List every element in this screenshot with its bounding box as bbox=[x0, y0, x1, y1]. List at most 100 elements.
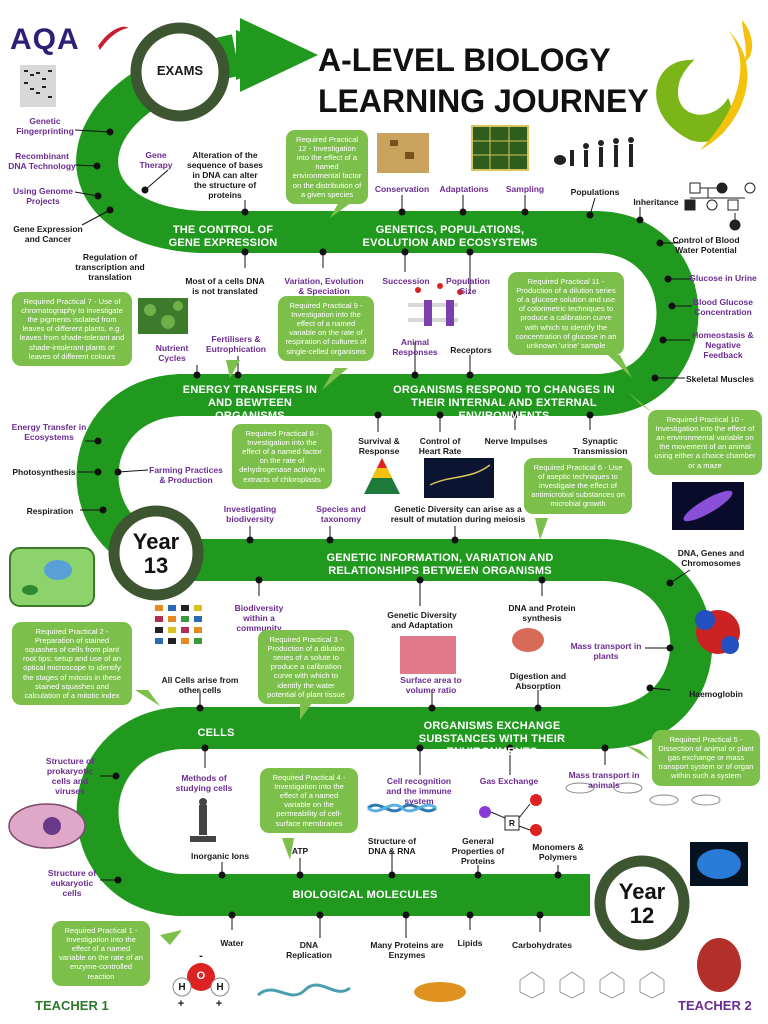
topic-synaptic: Synaptic Transmission bbox=[572, 436, 628, 457]
topic-photosynthesis: Photosynthesis bbox=[12, 467, 76, 477]
water-o-label: O bbox=[196, 970, 206, 982]
topic-receptors: Receptors bbox=[450, 345, 492, 355]
topic-mass-transport-plants: Mass transport in plants bbox=[570, 641, 642, 662]
topic-cell-recognition: Cell recognition and the immune system bbox=[386, 776, 452, 807]
year13-ring bbox=[108, 505, 204, 601]
topic-farming-practices: Farming Practices & Production bbox=[149, 465, 223, 486]
evolution-silhouettes bbox=[554, 137, 634, 167]
practical-7-bubble: Required Practical 7 - Use of chromatogr… bbox=[12, 292, 132, 366]
topic-animal-responses: Animal Responses bbox=[392, 337, 438, 358]
topic-population-size: Population Size bbox=[446, 276, 490, 297]
swoosh-logo bbox=[656, 20, 753, 150]
topic-using-genome: Using Genome Projects bbox=[13, 186, 73, 207]
water-plus-right-label: + bbox=[215, 998, 223, 1010]
topic-investigating-biodiversity: Investigating biodiversity bbox=[223, 504, 277, 525]
band-genetic-information: GENETIC INFORMATION, VARIATION AND RELAT… bbox=[326, 552, 554, 577]
topic-survival-response: Survival & Response bbox=[358, 436, 400, 457]
topic-control-blood-water: Control of Blood Water Potential bbox=[672, 235, 740, 256]
topic-structure-eukaryotic: Structure of eukaryotic cells bbox=[47, 868, 97, 899]
topic-conservation: Conservation bbox=[374, 184, 430, 194]
topic-most-dna: Most of a cells DNA is not translated bbox=[185, 276, 265, 297]
practical-2-bubble: Required Practical 2 - Preparation of st… bbox=[12, 622, 132, 705]
practical-8-bubble: Required Practical 8 - Investigation int… bbox=[232, 424, 332, 489]
topic-control-heart: Control of Heart Rate bbox=[418, 436, 462, 457]
exams-label: EXAMS bbox=[156, 63, 204, 78]
microscope-image bbox=[190, 798, 216, 842]
practical-4-bubble: Required Practical 4 - Investigation int… bbox=[260, 768, 358, 833]
page-title-line1: A-LEVEL BIOLOGY bbox=[318, 42, 611, 78]
topic-carbohydrates: Carbohydrates bbox=[512, 940, 572, 950]
animal-cell-image bbox=[8, 803, 86, 849]
topic-homeostasis: Homeostasis & Negative Feedback bbox=[692, 330, 754, 361]
topic-inheritance: Inheritance bbox=[633, 197, 679, 207]
topic-monomers-polymers: Monomers & Polymers bbox=[532, 842, 584, 863]
band-control-gene-expression: THE CONTROL OF GENE EXPRESSION bbox=[168, 224, 278, 249]
topic-glucose-urine: Glucose in Urine bbox=[689, 273, 757, 283]
protein-model-image bbox=[695, 610, 740, 654]
heart-image bbox=[697, 938, 741, 992]
topic-structure-prokaryotic: Structure of prokaryotic cells and virus… bbox=[45, 756, 95, 797]
giraffe-image bbox=[377, 133, 429, 173]
topic-digestion-absorption: Digestion and Absorption bbox=[509, 671, 567, 692]
band-organisms-respond: ORGANISMS RESPOND TO CHANGES IN THEIR IN… bbox=[393, 384, 615, 422]
butterflies-image bbox=[155, 605, 202, 644]
topic-alteration-sequence: Alteration of the sequence of bases in D… bbox=[186, 150, 264, 201]
topic-mass-transport-animals: Mass transport in animals bbox=[568, 770, 640, 791]
bubble-tails bbox=[135, 200, 652, 945]
year12-ring bbox=[594, 855, 690, 951]
topic-haemoglobin: Haemoglobin bbox=[689, 689, 743, 699]
topic-adaptations: Adaptations bbox=[439, 184, 489, 194]
topic-connectors bbox=[74, 128, 692, 938]
year12-text: Year 12 bbox=[618, 879, 666, 928]
topic-lipids: Lipids bbox=[457, 938, 483, 948]
band-biological-molecules: BIOLOGICAL MOLECULES bbox=[292, 889, 438, 901]
topic-regulation-transcription: Regulation of transcription and translat… bbox=[75, 252, 145, 283]
aqa-logo-text: AQA bbox=[10, 23, 80, 56]
topic-respiration: Respiration bbox=[26, 506, 74, 516]
enzyme-protein-image bbox=[414, 982, 466, 1002]
enzyme-pathway-image bbox=[565, 782, 721, 806]
topic-species-taxonomy: Species and taxonomy bbox=[316, 504, 366, 525]
practical-11-bubble: Required Practical 11 - Production of a … bbox=[508, 272, 624, 355]
practical-9-bubble: Required Practical 9 - Investigation int… bbox=[278, 296, 374, 361]
water-h-right-label: H bbox=[216, 982, 224, 993]
amino-acid-r-label: R bbox=[508, 818, 516, 828]
topic-genetic-diversity-mutation: Genetic Diversity can arise as a result … bbox=[390, 504, 526, 525]
practical-1-bubble: Required Practical 1 - Investigation int… bbox=[52, 921, 150, 986]
practical-10-bubble: Required Practical 10 - Investigation in… bbox=[648, 410, 762, 475]
practical-3-bubble: Required Practical 3 - Production of a d… bbox=[258, 630, 354, 704]
topic-recombinant-dna: Recombinant DNA Technology bbox=[8, 151, 76, 172]
stomach-image bbox=[512, 628, 544, 652]
aqa-logo bbox=[98, 26, 128, 50]
topic-genetic-diversity-adaptation: Genetic Diversity and Adaptation bbox=[387, 610, 457, 631]
water-molecule-image bbox=[172, 963, 230, 997]
topic-gene-therapy: Gene Therapy bbox=[139, 150, 173, 171]
topic-inorganic-ions: Inorganic Ions bbox=[190, 851, 250, 861]
topic-dna-protein-synthesis: DNA and Protein synthesis bbox=[508, 603, 576, 624]
topic-dna-genes-chromosomes: DNA, Genes and Chromosomes bbox=[677, 548, 745, 569]
teacher2-label: TEACHER 2 bbox=[678, 998, 752, 1013]
topic-variation-evolution: Variation, Evolution & Speciation bbox=[284, 276, 364, 297]
topic-water: Water bbox=[220, 938, 244, 948]
practical-5-bubble: Required Practical 5 - Dissection of ani… bbox=[652, 730, 760, 786]
water-h-left-label: H bbox=[178, 982, 186, 993]
band-organisms-exchange: ORGANISMS EXCHANGE SUBSTANCES WITH THEIR… bbox=[418, 720, 566, 758]
topic-general-properties: General Properties of Proteins bbox=[451, 836, 505, 867]
topic-biodiversity-community: Biodiversity within a community bbox=[234, 603, 284, 634]
water-plus-left-label: + bbox=[177, 998, 185, 1010]
road-arrow-head bbox=[240, 18, 318, 92]
year12-label: Year 12 bbox=[604, 880, 680, 928]
water-minus-label: - bbox=[199, 950, 203, 962]
topic-skeletal-muscles: Skeletal Muscles bbox=[685, 374, 755, 384]
topic-succession: Succession bbox=[382, 276, 430, 286]
exams-ring bbox=[130, 22, 230, 122]
band-cells: CELLS bbox=[197, 727, 235, 739]
topic-energy-transfer-eco: Energy Transfer in Ecosystems bbox=[11, 422, 87, 443]
topic-genetic-fingerprinting: Genetic Fingerprinting bbox=[16, 116, 74, 137]
topic-gas-exchange: Gas Exchange bbox=[479, 776, 539, 786]
topic-populations: Populations bbox=[570, 187, 620, 197]
dna-fingerprint-image bbox=[20, 65, 56, 107]
pedigree-diagram bbox=[684, 182, 756, 231]
year13-label: Year 13 bbox=[118, 530, 194, 578]
